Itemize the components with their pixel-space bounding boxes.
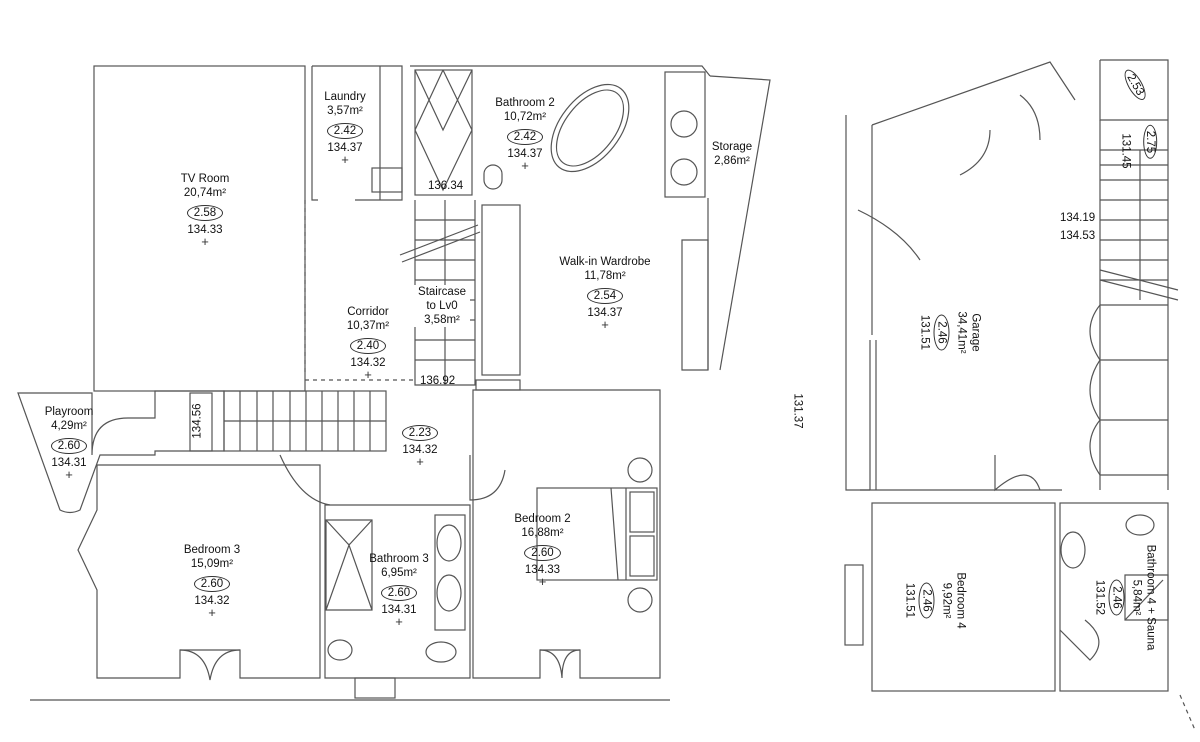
ceiling-height-badge: 2.60: [50, 438, 88, 454]
elevation-marker-icon: +: [395, 614, 403, 629]
elevation-marker-icon: +: [208, 605, 216, 620]
ceiling-height-badge: 2.60: [524, 545, 561, 561]
ceiling-height-badge: 2.46: [933, 314, 950, 351]
spot-elevation: 134.53: [1060, 230, 1096, 242]
room-label-tv-room: TV Room 20,74m² 2.58 134.33 +: [165, 172, 245, 249]
elevation-marker-icon: +: [601, 317, 609, 332]
ceiling-height-badge: 2.23: [401, 425, 439, 441]
room-label-bathroom-3: Bathroom 3 6,95m² 2.60 134.31 +: [364, 552, 434, 629]
height-badge: 2.75: [1143, 124, 1158, 160]
room-label-landing: 2.23 134.32 +: [390, 420, 450, 469]
ceiling-height-badge: 2.46: [918, 582, 935, 619]
spot-elevation: 131.45: [1119, 133, 1132, 169]
ceiling-height-badge: 2.42: [326, 123, 364, 139]
ceiling-height-badge: 2.40: [349, 338, 387, 354]
elevation-marker-icon: +: [201, 234, 209, 249]
elevation-marker-icon: +: [65, 467, 73, 482]
room-label-garage: Garage 34,41m² 2.46 131.51: [918, 311, 982, 354]
spot-elevation: 136.92: [420, 375, 456, 387]
ceiling-height-badge: 2.60: [380, 585, 418, 601]
spot-elevation: 136.34: [428, 180, 464, 192]
spot-elevation: 134.19: [1060, 212, 1096, 224]
room-label-storage: Storage 2,86m²: [711, 141, 753, 167]
room-label-bathroom-2: Bathroom 2 10,72m² 2.42 134.37 +: [485, 96, 565, 173]
room-label-corridor: Corridor 10,37m² 2.40 134.32 +: [330, 305, 406, 382]
room-label-bedroom-3: Bedroom 3 15,09m² 2.60 134.32 +: [172, 543, 252, 620]
outside-spot-elevation: 131.37: [791, 393, 804, 429]
elevation-marker-icon: +: [538, 574, 547, 589]
ceiling-height-badge: 2.46: [1108, 579, 1125, 616]
ceiling-height-badge: 2.42: [506, 129, 544, 145]
room-label-bedroom-4: Bedroom 4 9,92m² 2.46 131.51: [903, 572, 967, 629]
room-label-staircase: Staircase to Lv0 3,58m²: [414, 285, 470, 327]
room-label-bathroom-4-sauna: Bathroom 4 + Sauna 5,84m² 2.46 131.52: [1093, 544, 1157, 651]
spot-elevation: 134.56: [191, 403, 204, 439]
room-label-bedroom-2: Bedroom 2 16,88m² 2.60 134.33 +: [505, 512, 580, 589]
ceiling-height-badge: 2.60: [193, 576, 231, 592]
ceiling-height-badge: 2.54: [586, 288, 624, 304]
ceiling-height-badge: 2.58: [186, 205, 224, 221]
elevation-marker-icon: +: [341, 152, 349, 167]
room-label-laundry: Laundry 3,57m² 2.42 134.37 +: [310, 90, 380, 167]
elevation-marker-icon: +: [521, 158, 529, 173]
room-label-walk-in-wardrobe: Walk-in Wardrobe 11,78m² 2.54 134.37 +: [550, 255, 660, 332]
elevation-marker-icon: +: [416, 454, 424, 469]
elevation-marker-icon: +: [364, 367, 372, 382]
room-label-playroom: Playroom 4,29m² 2.60 134.31 +: [34, 405, 104, 482]
